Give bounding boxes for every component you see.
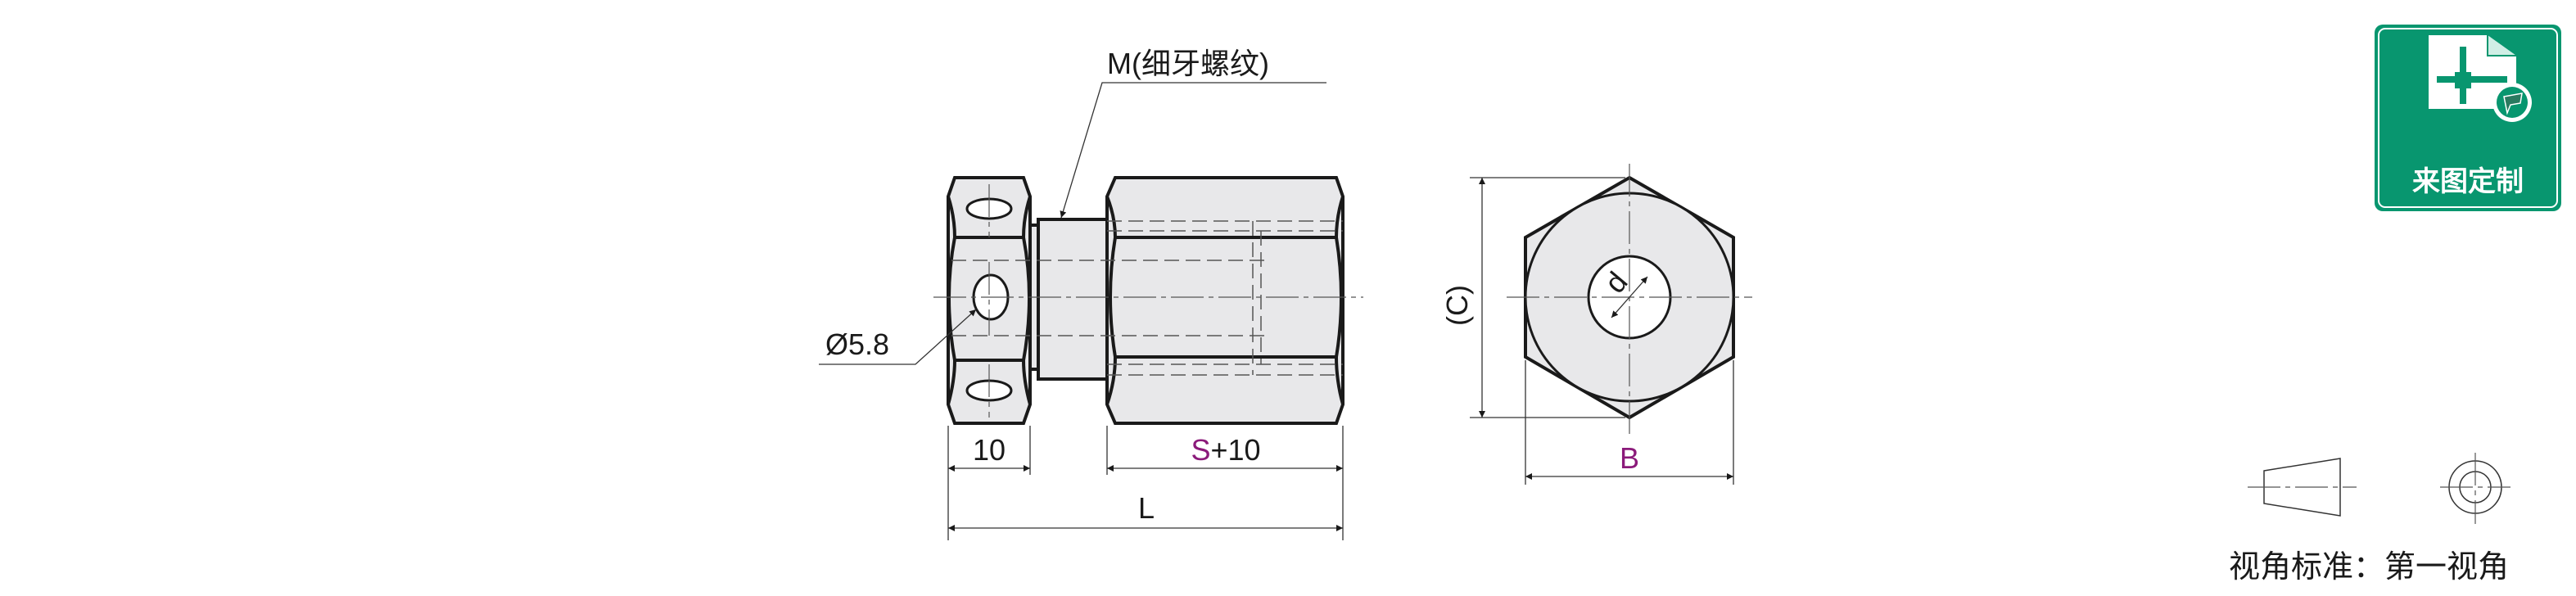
- badge-text: 来图定制: [2412, 165, 2524, 198]
- projection-label: 视角标准：第一视角: [2229, 549, 2509, 585]
- total-length-label: L: [1138, 491, 1155, 525]
- across-corners-label: (C): [1440, 285, 1474, 326]
- custom-drawing-badge[interactable]: 来图定制: [2375, 25, 2561, 211]
- body-length-label: S+10: [1191, 433, 1260, 467]
- custom-drawing-icon: [2429, 35, 2532, 122]
- thread-label: M(细牙螺纹): [1107, 47, 1269, 80]
- thread-section: [1037, 218, 1109, 381]
- hole-diameter-label: Ø5.8: [825, 327, 889, 361]
- side-view: d (C) B: [1440, 164, 1752, 485]
- first-angle-projection-symbol: 视角标准：第一视角: [2229, 453, 2510, 585]
- across-flats-label: B: [1620, 441, 1639, 475]
- nut-width-label: 10: [973, 433, 1006, 467]
- front-view: M(细牙螺纹) Ø5.8 10 S+10 L: [819, 47, 1363, 540]
- hex-body: [1105, 176, 1344, 425]
